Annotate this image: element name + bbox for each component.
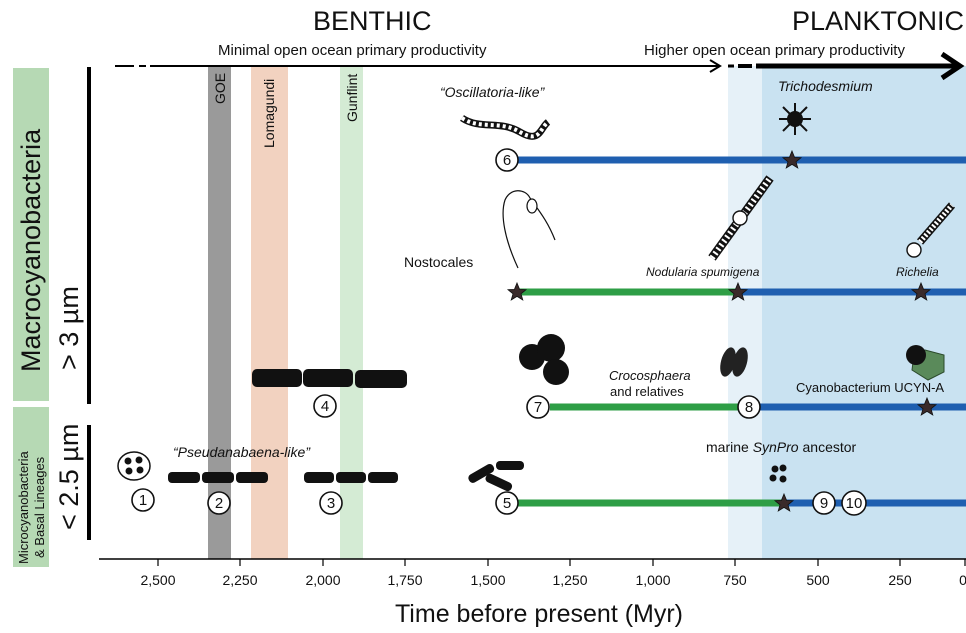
trichodesmium-colony: [779, 103, 811, 135]
x-axis-ticks: [157, 559, 966, 566]
marker-7-num: 7: [534, 399, 542, 416]
marker-2-num: 2: [215, 495, 223, 512]
colony-1: [117, 451, 151, 481]
macro-side-box: [13, 68, 49, 401]
trichodesmium-label: Trichodesmium: [778, 78, 873, 94]
oscillatoria-label: “Oscillatoria-like”: [440, 84, 546, 100]
tick-2500: 2,500: [140, 572, 175, 588]
x-axis-title: Time before present (Myr): [395, 600, 683, 628]
pseudanabaena-label: “Pseudanabaena-like”: [173, 444, 311, 460]
marker-3-num: 3: [327, 495, 335, 512]
star-nostocales-origin: [506, 281, 528, 301]
oscillatoria-filament: [460, 114, 551, 140]
micro-size-label: < 2.5 µm: [54, 424, 84, 530]
gunflint-label: Gunflint: [344, 74, 360, 122]
rods-5: [468, 461, 524, 492]
transition-band: [728, 66, 762, 559]
marker-4: [313, 394, 337, 418]
richelia-label: Richelia: [896, 265, 939, 279]
goe-label: GOE: [212, 73, 228, 104]
star-synpro: [773, 492, 795, 512]
marker-7: [526, 395, 550, 419]
goe-band: [208, 66, 231, 559]
marker-9: [812, 491, 836, 515]
nostocales-label: Nostocales: [404, 254, 473, 270]
gunflint-band: [340, 66, 363, 559]
micro-label-line2: & Basal Lineages: [32, 456, 47, 558]
crocosphaera-label: Crocosphaera: [609, 368, 691, 383]
marker-2: [207, 491, 231, 515]
relatives-label: and relatives: [610, 384, 684, 399]
marker-1: [131, 488, 155, 512]
marker-3: [319, 491, 343, 515]
ucyn-a-cell: [906, 345, 945, 381]
marker-circles: [131, 148, 867, 516]
tick-1000: 1,000: [635, 572, 670, 588]
tick-1250: 1,250: [552, 572, 587, 588]
nostocales-filament: [502, 190, 556, 269]
synpro-cells: [769, 464, 787, 483]
tick-250: 250: [888, 572, 912, 588]
relatives-cells: [720, 347, 748, 377]
tick-1750: 1,750: [387, 572, 422, 588]
tick-500: 500: [806, 572, 830, 588]
richelia-filament: [906, 202, 956, 258]
filament-2: [168, 472, 268, 483]
tick-0: 0: [959, 572, 966, 588]
macro-size-label: > 3 µm: [54, 286, 84, 370]
marker-9-num: 9: [820, 495, 828, 512]
minimal-productivity-label: Minimal open ocean primary productivity: [218, 42, 487, 59]
ucyn-label: Cyanobacterium UCYN-A: [796, 380, 944, 395]
star-richelia: [910, 281, 932, 301]
micro-label-line1: Microcyanobacteria: [16, 451, 31, 564]
planktonic-header: PLANKTONIC: [792, 6, 964, 36]
marker-10: [841, 490, 867, 516]
star-nodularia: [727, 281, 749, 301]
filament-3: [304, 472, 398, 483]
lomagundi-label: Lomagundi: [261, 79, 277, 148]
filament-4: [252, 369, 407, 388]
marker-5-num: 5: [503, 495, 511, 512]
benthic-header: BENTHIC: [313, 6, 432, 36]
marker-6: [495, 148, 519, 172]
planktonic-band: [762, 66, 966, 559]
higher-productivity-label: Higher open ocean primary productivity: [644, 42, 905, 59]
tick-750: 750: [723, 572, 747, 588]
synpro-label: marine SynPro ancestor: [706, 439, 857, 455]
nodularia-label: Nodularia spumigena: [646, 265, 760, 279]
star-ucyn: [916, 396, 938, 416]
marker-8-num: 8: [745, 399, 753, 416]
marker-numbers: 1 2 3 4 5 6 7 8 9 10: [139, 152, 863, 512]
star-oscillatoria: [781, 149, 803, 169]
tick-2250: 2,250: [222, 572, 257, 588]
marker-4-num: 4: [321, 398, 329, 415]
micro-side-box: [13, 407, 49, 567]
benthic-arrowhead: [709, 59, 722, 73]
tick-1500: 1,500: [470, 572, 505, 588]
nodularia-filament: [708, 175, 774, 261]
marker-1-num: 1: [139, 492, 147, 509]
macro-label: Macrocyanobacteria: [16, 128, 46, 372]
marker-10-num: 10: [846, 495, 863, 512]
marker-6-num: 6: [503, 152, 511, 169]
x-axis-tick-labels: 2,500 2,250 2,000 1,750 1,500 1,250 1,00…: [140, 572, 966, 588]
marker-8: [737, 395, 761, 419]
marker-5: [495, 491, 519, 515]
crocosphaera-cells: [519, 334, 569, 385]
planktonic-arrowhead: [940, 51, 965, 81]
tick-2000: 2,000: [305, 572, 340, 588]
star-markers: [506, 149, 938, 512]
